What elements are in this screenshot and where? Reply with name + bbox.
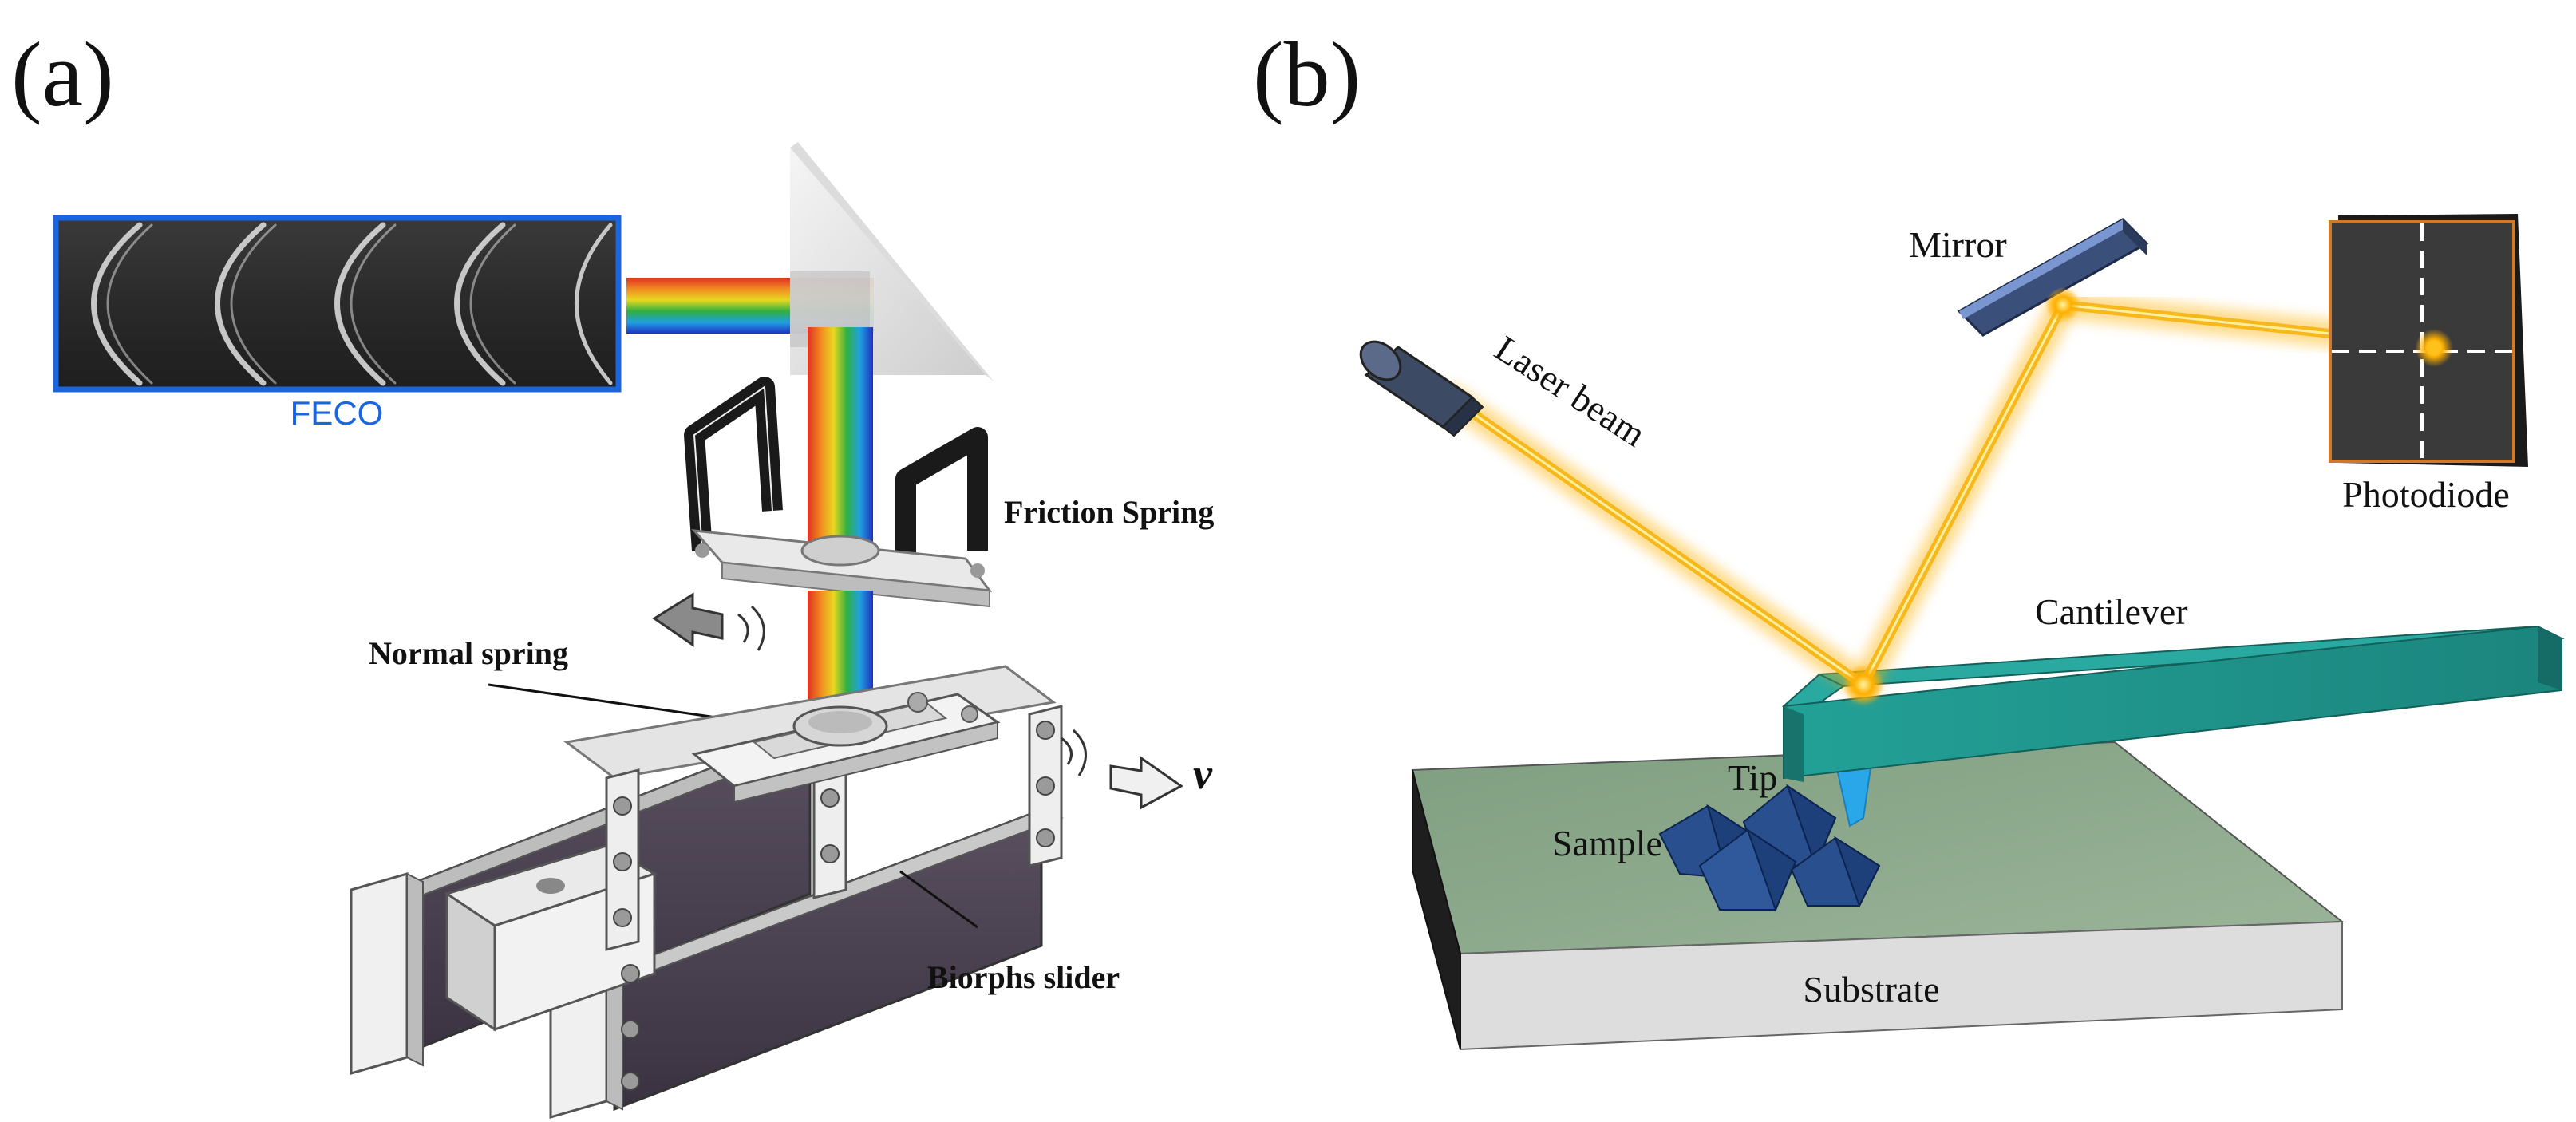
slider-label: Biorphs slider	[927, 959, 1120, 995]
cantilever	[1782, 625, 2565, 782]
photodiode-icon	[2329, 214, 2528, 467]
rainbow-beam-vertical-upper	[808, 327, 873, 555]
friction-spring-mount	[691, 529, 993, 608]
slider-assembly	[350, 665, 1064, 1119]
sample-label: Sample	[1552, 823, 1662, 863]
feco-label: FECO	[290, 394, 384, 432]
slider-leader	[899, 870, 978, 929]
substrate	[1411, 741, 2345, 1051]
arrow-icon	[652, 592, 765, 651]
cantilever-label: Cantilever	[2035, 591, 2188, 632]
substrate-label: Substrate	[1803, 969, 1939, 1009]
feco-image	[53, 215, 622, 393]
normal-spring-label: Normal spring	[369, 635, 568, 671]
friction-spring-right	[895, 427, 988, 555]
panel-a-label: (a)	[11, 24, 114, 126]
mirror-label: Mirror	[1909, 224, 2007, 265]
panel-b-label: (b)	[1253, 24, 1361, 126]
photodiode-label: Photodiode	[2342, 474, 2510, 515]
panel-a: (a) FECO	[11, 24, 1214, 1119]
friction-spring-left	[684, 377, 783, 551]
mirror-icon	[1957, 218, 2149, 337]
sample	[1658, 784, 1881, 912]
panel-b: (b) Substrate Sample Tip	[1253, 24, 2565, 1051]
velocity-label: v	[1193, 750, 1213, 798]
velocity-arrow-icon	[1061, 729, 1183, 810]
tip-label: Tip	[1728, 757, 1777, 798]
laser-emitter-icon	[1359, 340, 1484, 437]
friction-spring-label: Friction Spring	[1004, 494, 1214, 530]
